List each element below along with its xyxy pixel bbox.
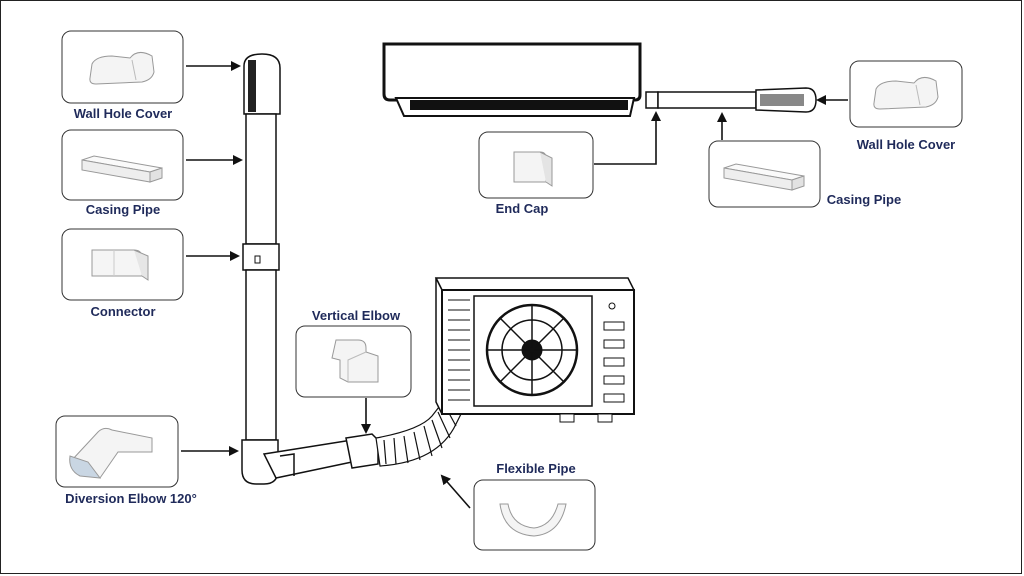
flexible-pipe-hose <box>375 397 463 467</box>
vertical-casing-run <box>241 53 379 485</box>
label-casing-pipe-right: Casing Pipe <box>826 192 902 207</box>
thumb-connector <box>61 228 184 301</box>
outdoor-ac-unit <box>434 277 636 423</box>
label-wall-hole-cover-right: Wall Hole Cover <box>856 137 956 152</box>
thumb-flexible-pipe <box>473 479 596 551</box>
indoor-ac-unit <box>382 42 659 117</box>
horizontal-casing-run <box>657 87 817 113</box>
label-casing-pipe-left: Casing Pipe <box>85 202 161 217</box>
label-diversion-elbow: Diversion Elbow 120° <box>65 491 197 506</box>
thumb-wall-hole-cover-right <box>849 60 963 128</box>
thumb-casing-pipe-left <box>61 129 184 201</box>
thumb-casing-pipe-right <box>708 140 821 208</box>
thumb-vertical-elbow <box>295 325 412 398</box>
label-vertical-elbow: Vertical Elbow <box>311 308 401 323</box>
thumb-wall-hole-cover-left <box>61 30 184 104</box>
label-connector: Connector <box>90 304 156 319</box>
label-end-cap: End Cap <box>495 201 549 216</box>
label-wall-hole-cover-left: Wall Hole Cover <box>73 106 173 121</box>
thumb-end-cap <box>478 131 594 199</box>
pointer-arrows <box>181 61 848 509</box>
label-flexible-pipe: Flexible Pipe <box>496 461 576 476</box>
thumb-diversion-elbow <box>55 415 179 488</box>
